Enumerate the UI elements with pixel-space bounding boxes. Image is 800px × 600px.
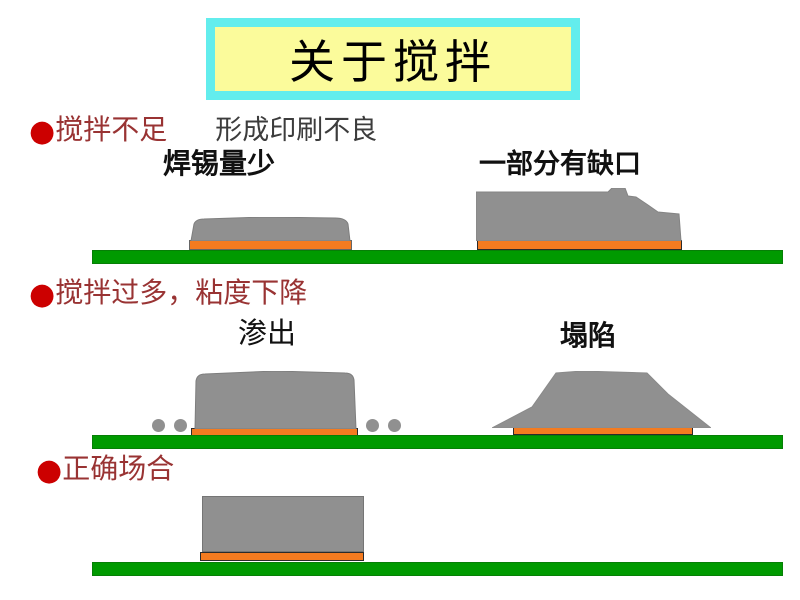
bleed-dot bbox=[366, 419, 379, 432]
section1-label-notched: 一部分有缺口 bbox=[479, 149, 641, 179]
solder-pad bbox=[200, 552, 364, 561]
section3-heading: 正确场合 bbox=[62, 454, 175, 485]
section2-label-bleed: 渗出 bbox=[238, 318, 297, 350]
solder-paste-notched-shape bbox=[476, 188, 682, 241]
section3-heading-line: ●正确场合 bbox=[36, 456, 174, 486]
title-box-inner: 关于搅拌 bbox=[215, 27, 571, 91]
section1-label-low-solder: 焊锡量少 bbox=[163, 148, 276, 179]
bullet-icon: ● bbox=[36, 453, 63, 488]
pcb-board bbox=[92, 250, 783, 264]
bleed-dot bbox=[152, 419, 165, 432]
pcb-board bbox=[92, 562, 783, 576]
solder-pad bbox=[189, 240, 352, 250]
section2-heading: 搅拌过多，粘度下降 bbox=[55, 278, 308, 309]
section1-heading-line: ●搅拌不足 形成印刷不良 bbox=[29, 117, 377, 147]
bullet-icon: ● bbox=[29, 277, 56, 312]
section2-label-slump: 塌陷 bbox=[560, 320, 617, 351]
solder-paste-correct-shape bbox=[202, 496, 364, 552]
section1-note: 形成印刷不良 bbox=[215, 115, 378, 145]
solder-paste-slumped-shape bbox=[492, 371, 711, 428]
solder-paste-thin-shape bbox=[190, 217, 351, 241]
solder-paste-bleed-shape bbox=[194, 371, 357, 429]
bleed-dot bbox=[388, 419, 401, 432]
bullet-icon: ● bbox=[29, 114, 56, 149]
bleed-dot bbox=[174, 419, 187, 432]
section2-heading-line: ●搅拌过多，粘度下降 bbox=[29, 280, 307, 310]
section1-heading: 搅拌不足 bbox=[55, 115, 168, 146]
solder-pad bbox=[477, 240, 682, 250]
page-title: 关于搅拌 bbox=[289, 37, 497, 88]
title-box: 关于搅拌 bbox=[206, 18, 580, 100]
pcb-board bbox=[92, 435, 783, 449]
